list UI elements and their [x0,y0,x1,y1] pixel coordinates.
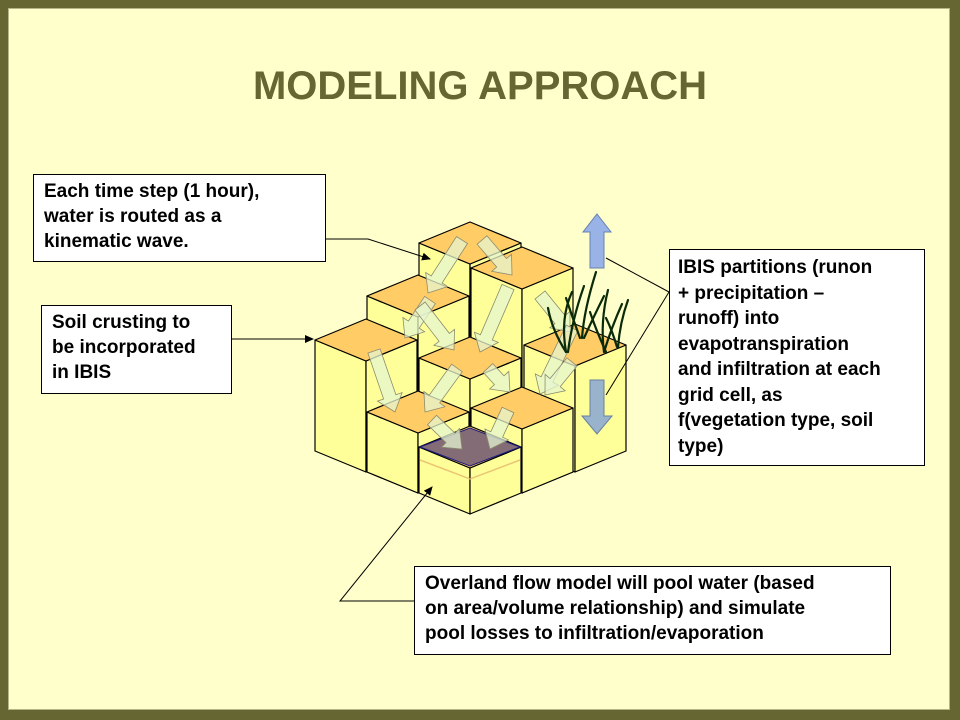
callout-text-line: pool losses to infiltration/evaporation [425,623,764,644]
flow-arrow-icon [426,414,463,450]
flow-arrow-icon [473,283,515,353]
callout-text-line: + precipitation – [678,282,825,304]
leader-ibis-up [605,257,670,293]
callout-text-line: grid cell, as [678,384,783,406]
grid-cell-columns [314,221,627,515]
grass-blade [616,298,630,349]
callout-text-line: on area/volume relationship) and simulat… [425,598,806,619]
leader-timestep [326,238,431,261]
grid-cell [314,318,418,473]
callout-text-line: water is routed as a [44,206,222,227]
callout-text-line: and infiltration at each [678,359,881,380]
grass-blade [588,310,608,354]
callout-text-line: type) [678,435,724,457]
callout-text-line: IBIS partitions (runon [678,257,873,278]
flow-arrow-icon [484,406,515,450]
vegetation-icon [546,270,630,354]
grass-blade [564,296,582,340]
flow-arrow-icon [482,363,511,393]
grass-blade [602,302,624,354]
callout-text-line: f(vegetation type, soil [678,410,874,431]
grass-blade [582,294,606,340]
callout-text-line: evapotranspiration [678,333,850,355]
callout-text-line: be incorporated [52,337,196,358]
grass-blade [546,306,568,354]
flow-arrow-icon [425,235,469,294]
leader-overland [338,486,433,602]
callout-ibis-partitions: IBIS partitions (runon + precipitation –… [669,249,925,466]
callout-soil-crusting: Soil crusting to be incorporated in IBIS [41,305,232,394]
evapotranspiration-arrow-icon [581,213,613,269]
infiltration-arrow-icon [580,379,614,435]
callout-text-line: Overland flow model will pool water (bas… [425,573,815,594]
callout-text-line: kinematic wave. [44,231,189,252]
callout-overland-flow: Overland flow model will pool water (bas… [414,566,891,655]
flow-arrows [367,235,579,450]
flow-arrow-icon [367,348,403,413]
grass-blade [562,290,574,354]
callout-timestep: Each time step (1 hour), water is routed… [33,174,326,262]
callout-text-line: Each time step (1 hour), [44,181,260,202]
flow-arrow-icon [423,363,463,413]
callout-text-line: in IBIS [52,362,112,383]
grass-blade [580,270,598,340]
flow-arrow-icon [476,235,513,276]
leader-ibis-down [605,291,670,396]
flow-arrow-icon [544,357,578,396]
leader-lines [232,238,670,602]
callout-text-line: runoff) into [678,308,780,329]
grass-blade [604,316,619,349]
slide-title: MODELING APPROACH [252,64,708,108]
flow-arrow-icon [414,301,455,351]
callout-text-line: Soil crusting to [52,312,191,333]
